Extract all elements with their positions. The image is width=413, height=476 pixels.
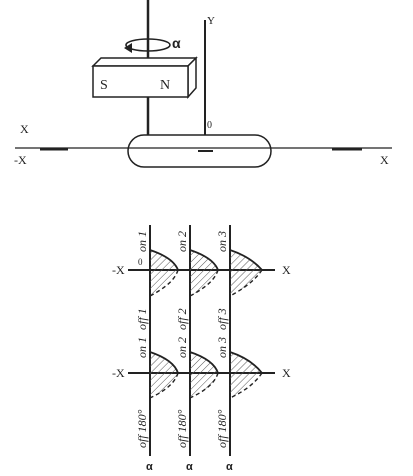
alpha-label-2: α xyxy=(186,461,193,473)
row2-top-label-1: on 1 xyxy=(135,337,149,358)
row1-top-label-2: on 2 xyxy=(175,231,189,252)
row1-x-label: X xyxy=(282,263,291,277)
alpha-label-3: α xyxy=(226,461,233,473)
bottom-figure: -X X -X X 0 xyxy=(112,225,291,473)
top-neg-x-label: -X xyxy=(14,153,27,167)
row2-x-label: X xyxy=(282,366,291,380)
alpha-label: α xyxy=(172,35,181,51)
row1-waveforms xyxy=(149,249,263,297)
row2-bottom-label-3: off 180° xyxy=(215,409,229,448)
top-x-right-label: X xyxy=(380,153,389,167)
row1-bottom-label-3: off 3 xyxy=(215,308,229,330)
magnet-n-label: N xyxy=(160,78,170,93)
alpha-label-1: α xyxy=(146,461,153,473)
row1-bottom-label-2: off 2 xyxy=(175,308,189,330)
magnet-s-label: S xyxy=(100,78,108,93)
row1-bottom-label-1: off 1 xyxy=(135,308,149,330)
row2-neg-x-label: -X xyxy=(112,366,125,380)
row1-neg-x-label: -X xyxy=(112,263,125,277)
top-figure: α S N Y 0 X -X X xyxy=(14,0,392,168)
magnet: S N xyxy=(91,56,198,99)
top-x-left-label: X xyxy=(20,122,29,136)
rotation-arrow-icon xyxy=(124,38,171,53)
row2-top-label-2: on 2 xyxy=(175,337,189,358)
y-axis-label: Y xyxy=(207,15,215,27)
bottom-origin-label: 0 xyxy=(138,257,143,267)
top-origin-label: 0 xyxy=(207,120,212,131)
row2-waveforms xyxy=(149,351,263,399)
row2-bottom-label-1: off 180° xyxy=(135,409,149,448)
row1-top-label-1: on 1 xyxy=(135,231,149,252)
row2-bottom-label-2: off 180° xyxy=(175,409,189,448)
row1-top-label-3: on 3 xyxy=(215,231,229,252)
row2-top-label-3: on 3 xyxy=(215,337,229,358)
